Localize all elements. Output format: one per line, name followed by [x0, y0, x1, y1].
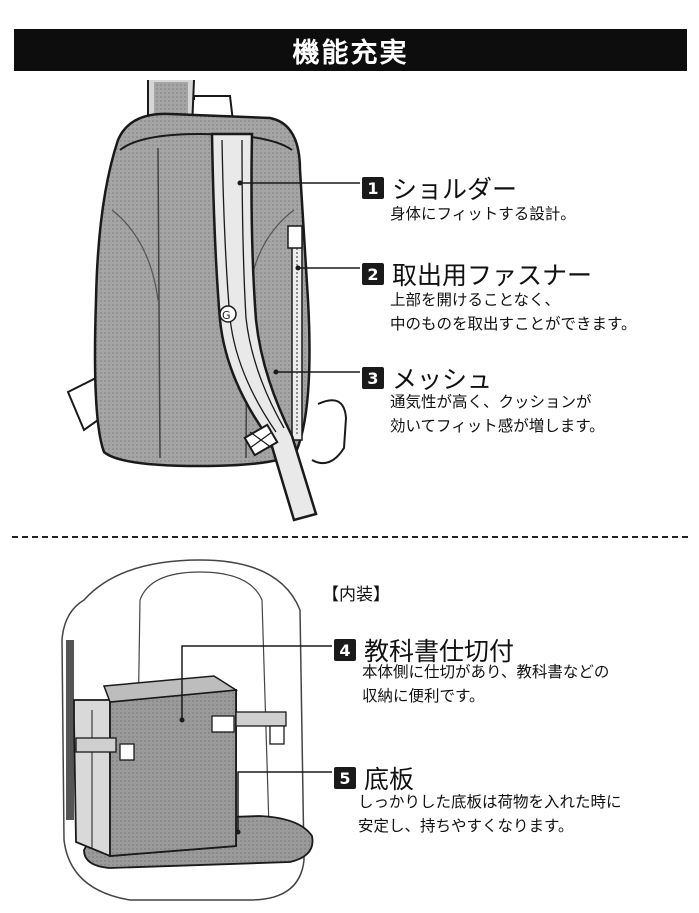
feature-4-title: 教科書仕切付 — [364, 637, 515, 666]
feature-1-number: 1 — [362, 177, 384, 199]
feature-3-heading: 3 メッシュ — [362, 360, 492, 396]
feature-4-desc-line-1: 本体側に仕切があり、教科書などの — [362, 663, 610, 681]
feature-2-desc-line-1: 上部を開けることなく、 — [390, 291, 561, 309]
feature-4-number: 4 — [334, 639, 356, 661]
svg-text:G: G — [222, 309, 231, 322]
title-bar: 機能充実 — [14, 29, 687, 71]
feature-3-desc: 通気性が高く、クッションが 効いてフィット感が増します。 — [390, 390, 605, 438]
feature-5-title: 底板 — [364, 765, 415, 794]
feature-5-number: 5 — [334, 767, 356, 789]
page-title: 機能充実 — [292, 37, 409, 69]
feature-5-heading: 5 底板 — [334, 760, 414, 796]
feature-3-number: 3 — [362, 367, 384, 389]
feature-1-title: ショルダー — [392, 175, 518, 204]
feature-4-desc-line-2: 収納に便利です。 — [362, 687, 485, 705]
feature-1-desc-line-1: 身体にフィットする設計。 — [390, 205, 576, 223]
feature-3-desc-line-1: 通気性が高く、クッションが — [390, 393, 592, 411]
feature-2-desc: 上部を開けることなく、 中のものを取出すことができます。 — [390, 288, 636, 336]
backpack-back-illustration: G — [66, 79, 360, 522]
feature-5-desc-line-1: しっかりした底板は荷物を入れた時に — [358, 793, 622, 811]
feature-1-desc: 身体にフィットする設計。 — [390, 202, 576, 226]
feature-2-heading: 2 取出用ファスナー — [362, 256, 592, 292]
interior-label: 【内装】 — [322, 585, 390, 605]
feature-5-desc: しっかりした底板は荷物を入れた時に 安定し、持ちやすくなります。 — [358, 790, 622, 838]
section-divider — [12, 536, 688, 538]
feature-2-number: 2 — [362, 263, 384, 285]
feature-5-desc-line-2: 安定し、持ちやすくなります。 — [358, 817, 574, 835]
feature-1-heading: 1 ショルダー — [362, 170, 517, 206]
feature-3-title: メッシュ — [392, 365, 493, 394]
feature-4-desc: 本体側に仕切があり、教科書などの 収納に便利です。 — [362, 660, 609, 708]
feature-3-desc-line-2: 効いてフィット感が増します。 — [390, 417, 605, 435]
feature-4-heading: 4 教科書仕切付 — [334, 632, 514, 668]
feature-2-title: 取出用ファスナー — [392, 261, 593, 290]
feature-2-desc-line-2: 中のものを取出すことができます。 — [390, 315, 637, 333]
